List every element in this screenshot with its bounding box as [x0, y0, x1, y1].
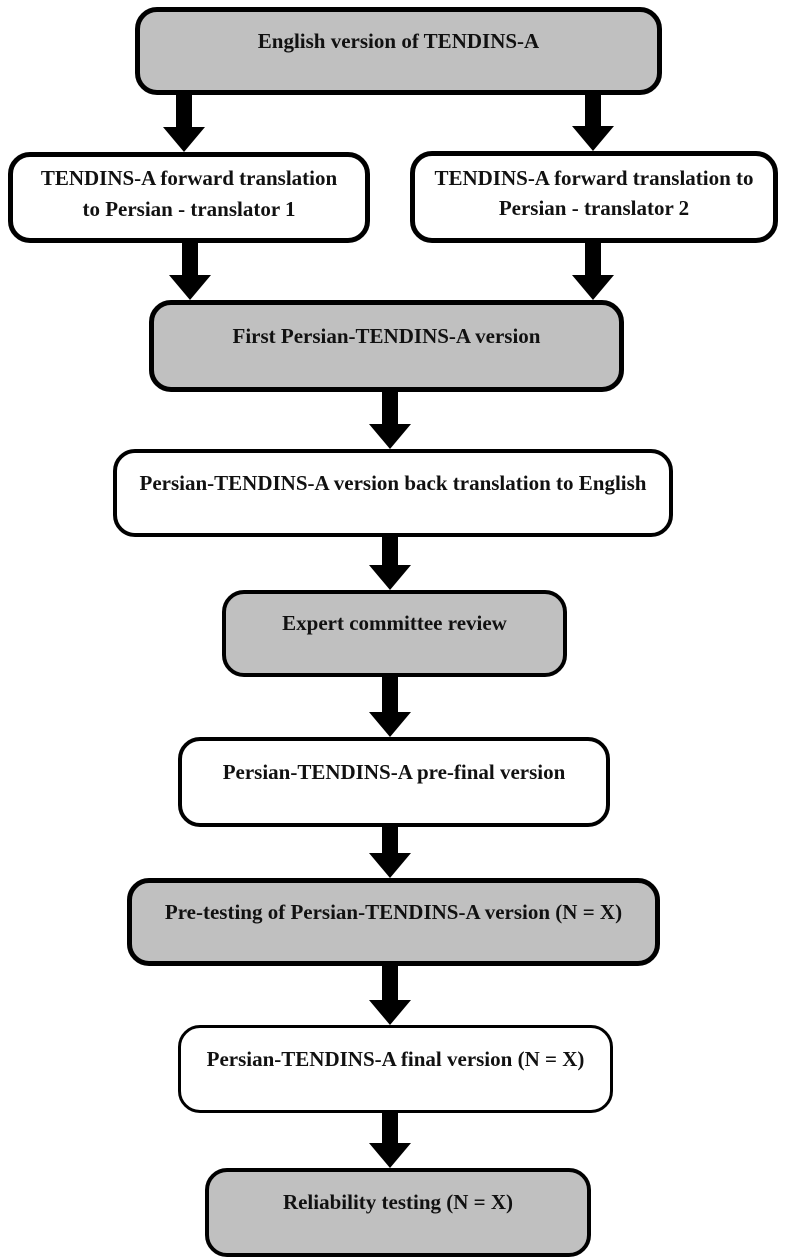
node-label: First Persian-TENDINS-A version — [232, 323, 541, 348]
arrow-head-icon — [369, 565, 411, 590]
node-forward-translation-translator-1: TENDINS-A forward translation to Persian… — [8, 152, 370, 243]
arrow-pre-testing-to-final-version — [369, 966, 411, 1025]
node-pre-final-version: Persian-TENDINS-A pre-final version — [178, 737, 610, 827]
arrow-stem — [382, 1113, 398, 1145]
node-label: Pre-testing of Persian-TENDINS-A version… — [164, 899, 623, 924]
arrow-head-icon — [169, 275, 211, 300]
arrow-translator2-to-first-version — [572, 243, 614, 300]
arrow-head-icon — [369, 424, 411, 449]
arrow-expert-review-to-pre-final — [369, 677, 411, 737]
node-label-line-1: TENDINS-A forward translation to — [434, 165, 754, 190]
node-back-translation-to-english: Persian-TENDINS-A version back translati… — [113, 449, 673, 537]
arrow-translator1-to-first-version — [169, 243, 211, 300]
node-label-line-2: Persian - translator 2 — [498, 196, 690, 220]
arrow-stem — [585, 95, 601, 128]
arrow-head-icon — [369, 1143, 411, 1168]
node-label: Persian-TENDINS-A pre-final version — [222, 759, 566, 784]
node-label: English version of TENDINS-A — [257, 28, 540, 53]
node-label: Expert committee review — [282, 611, 507, 636]
node-pre-testing: Pre-testing of Persian-TENDINS-A version… — [127, 878, 660, 966]
node-first-persian-version: First Persian-TENDINS-A version — [149, 300, 624, 392]
arrow-stem — [382, 827, 398, 855]
node-label-line-2: to Persian - translator 1 — [82, 196, 296, 221]
node-expert-committee-review: Expert committee review — [222, 590, 567, 677]
arrow-stem — [382, 537, 398, 567]
arrow-english-to-translator1 — [163, 95, 205, 152]
arrow-stem — [382, 677, 398, 714]
node-forward-translation-translator-2: TENDINS-A forward translation to Persian… — [410, 151, 778, 243]
node-english-version: English version of TENDINS-A — [135, 7, 662, 95]
node-label: Persian-TENDINS-A version back translati… — [139, 470, 647, 495]
arrow-pre-final-to-pre-testing — [369, 827, 411, 878]
arrow-stem — [176, 95, 192, 129]
arrow-stem — [382, 392, 398, 426]
arrow-head-icon — [572, 275, 614, 300]
node-reliability-testing: Reliability testing (N = X) — [205, 1168, 591, 1257]
arrow-stem — [585, 243, 601, 277]
arrow-first-version-to-back-translation — [369, 392, 411, 449]
arrow-head-icon — [572, 126, 614, 151]
arrow-back-translation-to-expert-review — [369, 537, 411, 590]
arrow-english-to-translator2 — [572, 95, 614, 151]
node-label-line-1: TENDINS-A forward translation — [40, 166, 338, 191]
arrow-head-icon — [369, 853, 411, 878]
arrow-head-icon — [163, 127, 205, 152]
node-label: Persian-TENDINS-A final version (N = X) — [206, 1046, 585, 1071]
arrow-final-version-to-reliability — [369, 1113, 411, 1168]
arrow-stem — [382, 966, 398, 1002]
arrow-stem — [182, 243, 198, 277]
arrow-head-icon — [369, 1000, 411, 1025]
node-label: Reliability testing (N = X) — [282, 1190, 514, 1215]
arrow-head-icon — [369, 712, 411, 737]
node-final-version: Persian-TENDINS-A final version (N = X) — [178, 1025, 613, 1113]
